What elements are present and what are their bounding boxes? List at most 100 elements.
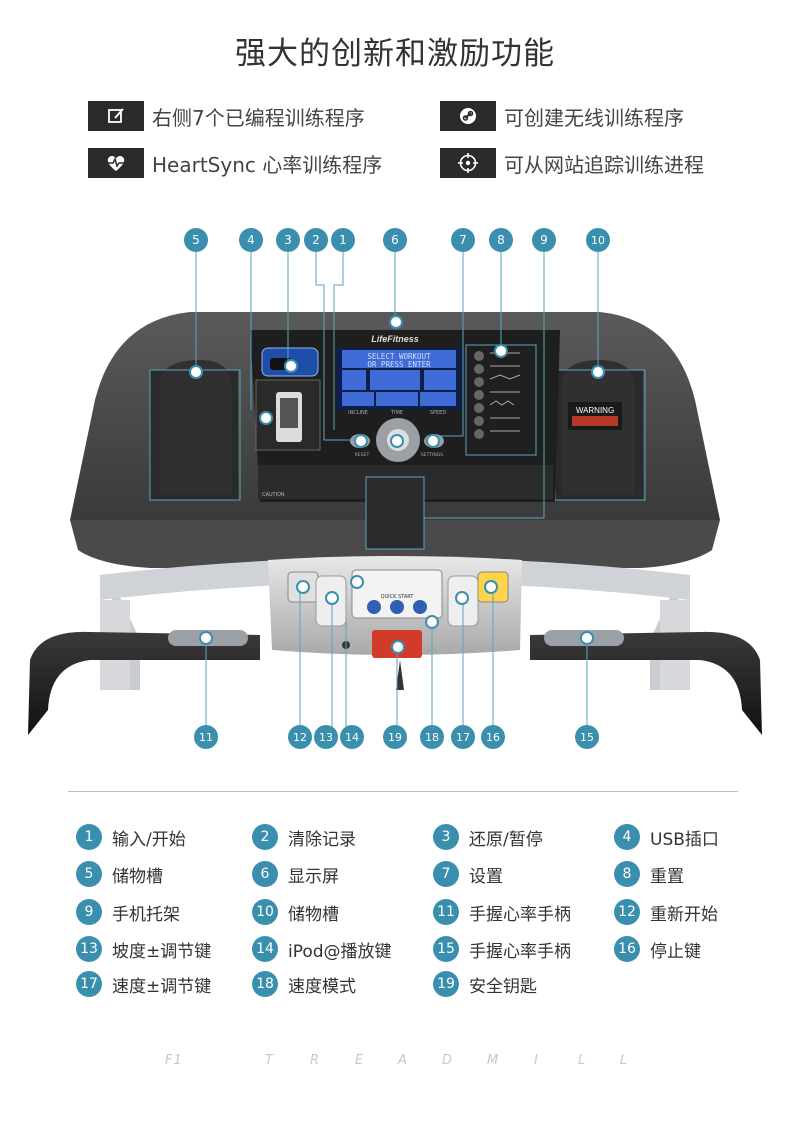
legend-number: 13 [76,936,102,962]
legend-label: 储物槽 [288,904,339,925]
legend-label: iPod@播放键 [288,941,392,962]
callout-17: 17 [456,731,470,744]
callout-3: 3 [284,233,292,247]
legend-number: 1 [76,824,102,850]
legend-item-2: 2 清除记录 [252,824,356,850]
callout-15: 15 [580,731,594,744]
warning-label: WARNING [576,406,614,415]
legend-label: 设置 [469,866,503,887]
footer-letter: I [534,1053,539,1068]
reset-label: RESET [355,452,370,458]
legend-item-3: 3 还原/暂停 [433,824,543,850]
legend-item-11: 11 手握心率手柄 [433,899,571,925]
feature-label: 可创建无线训练程序 [504,105,684,130]
settings-label: SETTINGS [421,452,443,458]
legend-label: 速度±调节键 [112,976,212,997]
legend-item-12: 12 重新开始 [614,899,718,925]
callout-9: 9 [540,233,548,247]
legend-number: 18 [252,971,278,997]
legend-item-7: 7 设置 [433,861,503,887]
legend-item-13: 13 坡度±调节键 [76,936,211,962]
target-icon [440,148,496,178]
quick-start-label: QUICK START [381,594,415,600]
feature-wireless: 可创建无线训练程序 [440,100,684,132]
callout-1: 1 [339,233,347,247]
footer-letter: T [265,1053,274,1068]
legend-label: 手握心率手柄 [469,941,571,962]
brand-logo: LifeFitness [371,334,419,344]
callout-16: 16 [486,731,500,744]
legend-item-8: 8 重置 [614,861,684,887]
display-label-incline: INCLINE [348,410,368,416]
legend-item-14: 14 iPod@播放键 [252,936,392,962]
legend-number: 6 [252,861,278,887]
legend-label: USB插口 [650,829,719,850]
callout-10: 10 [591,234,605,247]
callout-14: 14 [345,731,359,744]
callout-18: 18 [425,731,439,744]
legend-number: 8 [614,861,640,887]
legend-number: 9 [76,899,102,925]
footer-letter: M [487,1053,500,1068]
feature-label: 右侧7个已编程训练程序 [152,105,365,130]
feature-heartsync: HeartSync 心率训练程序 [88,147,382,179]
legend-number: 11 [433,899,459,925]
callout-5: 5 [192,233,200,247]
footer-letter: R [310,1053,321,1068]
legend-label: 还原/暂停 [469,829,543,850]
footer-letter: A [398,1053,408,1068]
legend-number: 12 [614,899,640,925]
legend-number: 7 [433,861,459,887]
legend-number: 17 [76,971,102,997]
display-line-1: SELECT WORKOUT [367,352,431,361]
legend-item-17: 17 速度±调节键 [76,971,211,997]
footer-letter: F1 [165,1053,183,1068]
legend-number: 14 [252,936,278,962]
legend-item-4: 4 USB插口 [614,824,719,850]
footer-letter: L [578,1053,587,1068]
caution-label: CAUTION [262,492,285,498]
legend-number: 3 [433,824,459,850]
legend-item-10: 10 储物槽 [252,899,339,925]
divider [68,791,738,792]
feature-label: HeartSync 心率训练程序 [152,152,383,177]
legend-item-9: 9 手机托架 [76,899,180,925]
callout-7: 7 [459,233,467,247]
heart-pulse-icon [88,148,144,178]
callout-11: 11 [199,731,213,744]
feature-label: 可从网站追踪训练进程 [504,152,704,177]
legend-label: 速度模式 [288,976,356,997]
legend-label: 显示屏 [288,866,339,887]
page-title: 强大的创新和激励功能 [235,36,555,72]
legend-number: 2 [252,824,278,850]
legend-number: 10 [252,899,278,925]
legend-label: 清除记录 [288,829,356,850]
legend-item-6: 6 显示屏 [252,861,339,887]
callout-6: 6 [391,233,399,247]
legend-label: 手握心率手柄 [469,904,571,925]
legend-label: 手机托架 [112,904,180,925]
legend-number: 4 [614,824,640,850]
legend-label: 停止键 [650,941,701,962]
callout-2: 2 [312,233,320,247]
legend-number: 19 [433,971,459,997]
legend-label: 重新开始 [650,904,718,925]
callout-4: 4 [247,233,255,247]
legend-label: 坡度±调节键 [112,941,212,962]
treadmill-console-illustration: WARNING CAUTION LifeFitness SELECT WORKO… [28,228,762,749]
legend-item-18: 18 速度模式 [252,971,356,997]
legend-label: 输入/开始 [112,829,186,850]
legend-label: 重置 [650,866,684,887]
callout-12: 12 [293,731,307,744]
callout-13: 13 [319,731,333,744]
footer-letter: E [355,1053,365,1068]
legend-label: 储物槽 [112,866,163,887]
footer-wordmark: F1 T R E A D M I L L [0,1053,790,1073]
footer-letter: L [620,1053,629,1068]
display-line-2: OR PRESS ENTER [367,360,431,369]
feature-tracking: 可从网站追踪训练进程 [440,147,704,179]
